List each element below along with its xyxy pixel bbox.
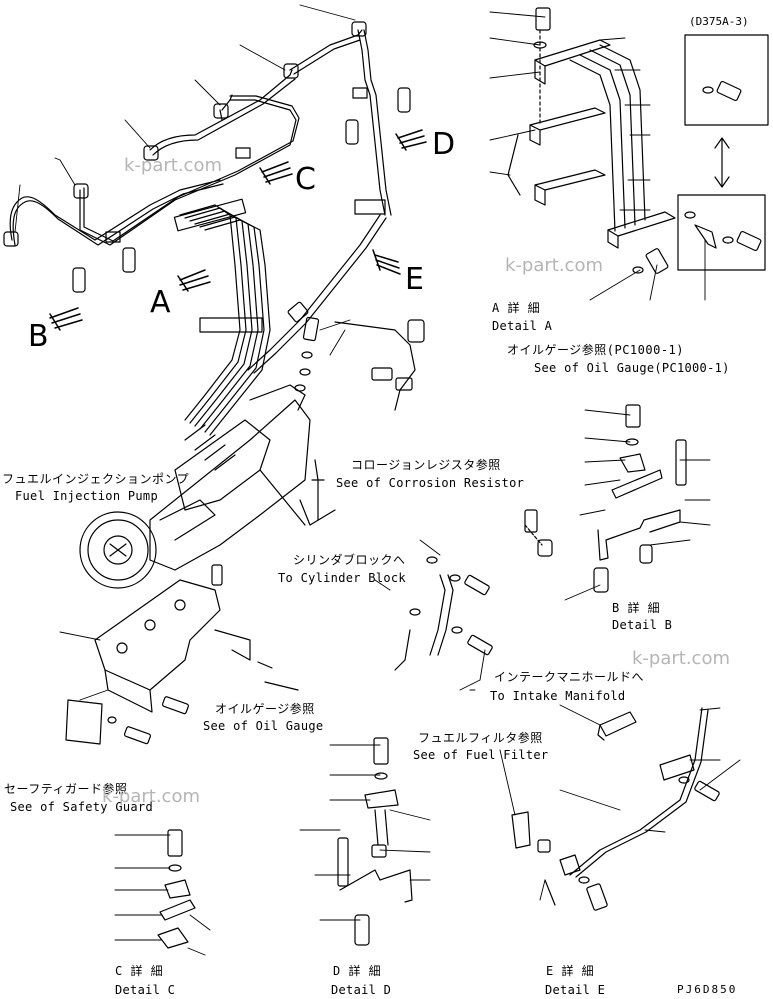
detail-c-drawing [157,829,196,949]
oil-gauge-pc-jp: オイルゲージ参照(PC1000-1) [507,343,685,357]
oil-gauge-en: See of Oil Gauge [203,719,324,733]
section-label-c: C [295,162,316,197]
oil-gauge-pc-en: See of Oil Gauge(PC1000-1) [534,361,730,375]
model-reference: (D375A-3) [689,15,749,28]
leader-lines [14,4,741,956]
cylinder-block-jp: シリンダブロックへ [293,553,406,567]
injection-pipe-group [3,21,411,436]
detail-c-jp: C 詳 細 [115,964,164,978]
detail-d-en: Detail D [331,983,392,997]
oil-gauge-jp: オイルゲージ参照 [215,702,315,716]
detail-b-jp: B 詳 細 [612,601,661,615]
intake-manifold-jp: インテークマニホールドへ [494,670,645,684]
fuel-pump-en: Fuel Injection Pump [15,489,158,503]
section-arrow-group [49,129,427,331]
fuel-pump-jp: フュエルインジェクションポンプ [2,472,190,486]
section-label-e: E [405,262,424,297]
fuel-filter-jp: フュエルフィルタ参照 [418,731,543,745]
detail-b-en: Detail B [612,618,673,632]
cylinder-block-bracket-drawing [394,556,493,671]
fuel-filter-en: See of Fuel Filter [413,748,549,762]
detail-e-jp: E 詳 細 [546,964,595,978]
watermark-2: k-part.com [505,255,603,276]
watermark-4: k-part.com [102,786,200,807]
pump-bracket-drawing [65,579,299,745]
connector-parts-drawing [259,316,425,526]
intake-manifold-en: To Intake Manifold [490,689,626,703]
detail-e-en: Detail E [545,983,606,997]
detail-b-drawing [524,404,687,593]
section-label-d: D [432,127,456,162]
detail-d-jp: D 詳 細 [333,964,382,978]
detail-c-en: Detail C [115,983,176,997]
detail-d-drawing [337,737,413,946]
d375a-inset-box [677,34,769,271]
corrosion-jp: コロージョンレジスタ参照 [351,458,501,472]
corrosion-en: See of Corrosion Resistor [336,476,525,490]
fuel-injection-pump-drawing [79,384,311,589]
safety-guard-jp: セーフティガード参照 [4,782,128,796]
drawing-code: PJ6D850 [677,983,738,996]
safety-guard-en: See of Safety Guard [10,800,153,814]
detail-a-jp: A 詳 細 [492,301,541,315]
watermark-1: k-part.com [124,155,222,176]
detail-a-en: Detail A [492,319,553,333]
watermark-3: k-part.com [632,648,730,669]
section-label-a: A [150,285,171,320]
cylinder-block-en: To Cylinder Block [278,571,406,585]
section-label-b: B [28,319,49,354]
detail-a-drawing [507,7,676,274]
detail-e-drawing [511,707,720,911]
